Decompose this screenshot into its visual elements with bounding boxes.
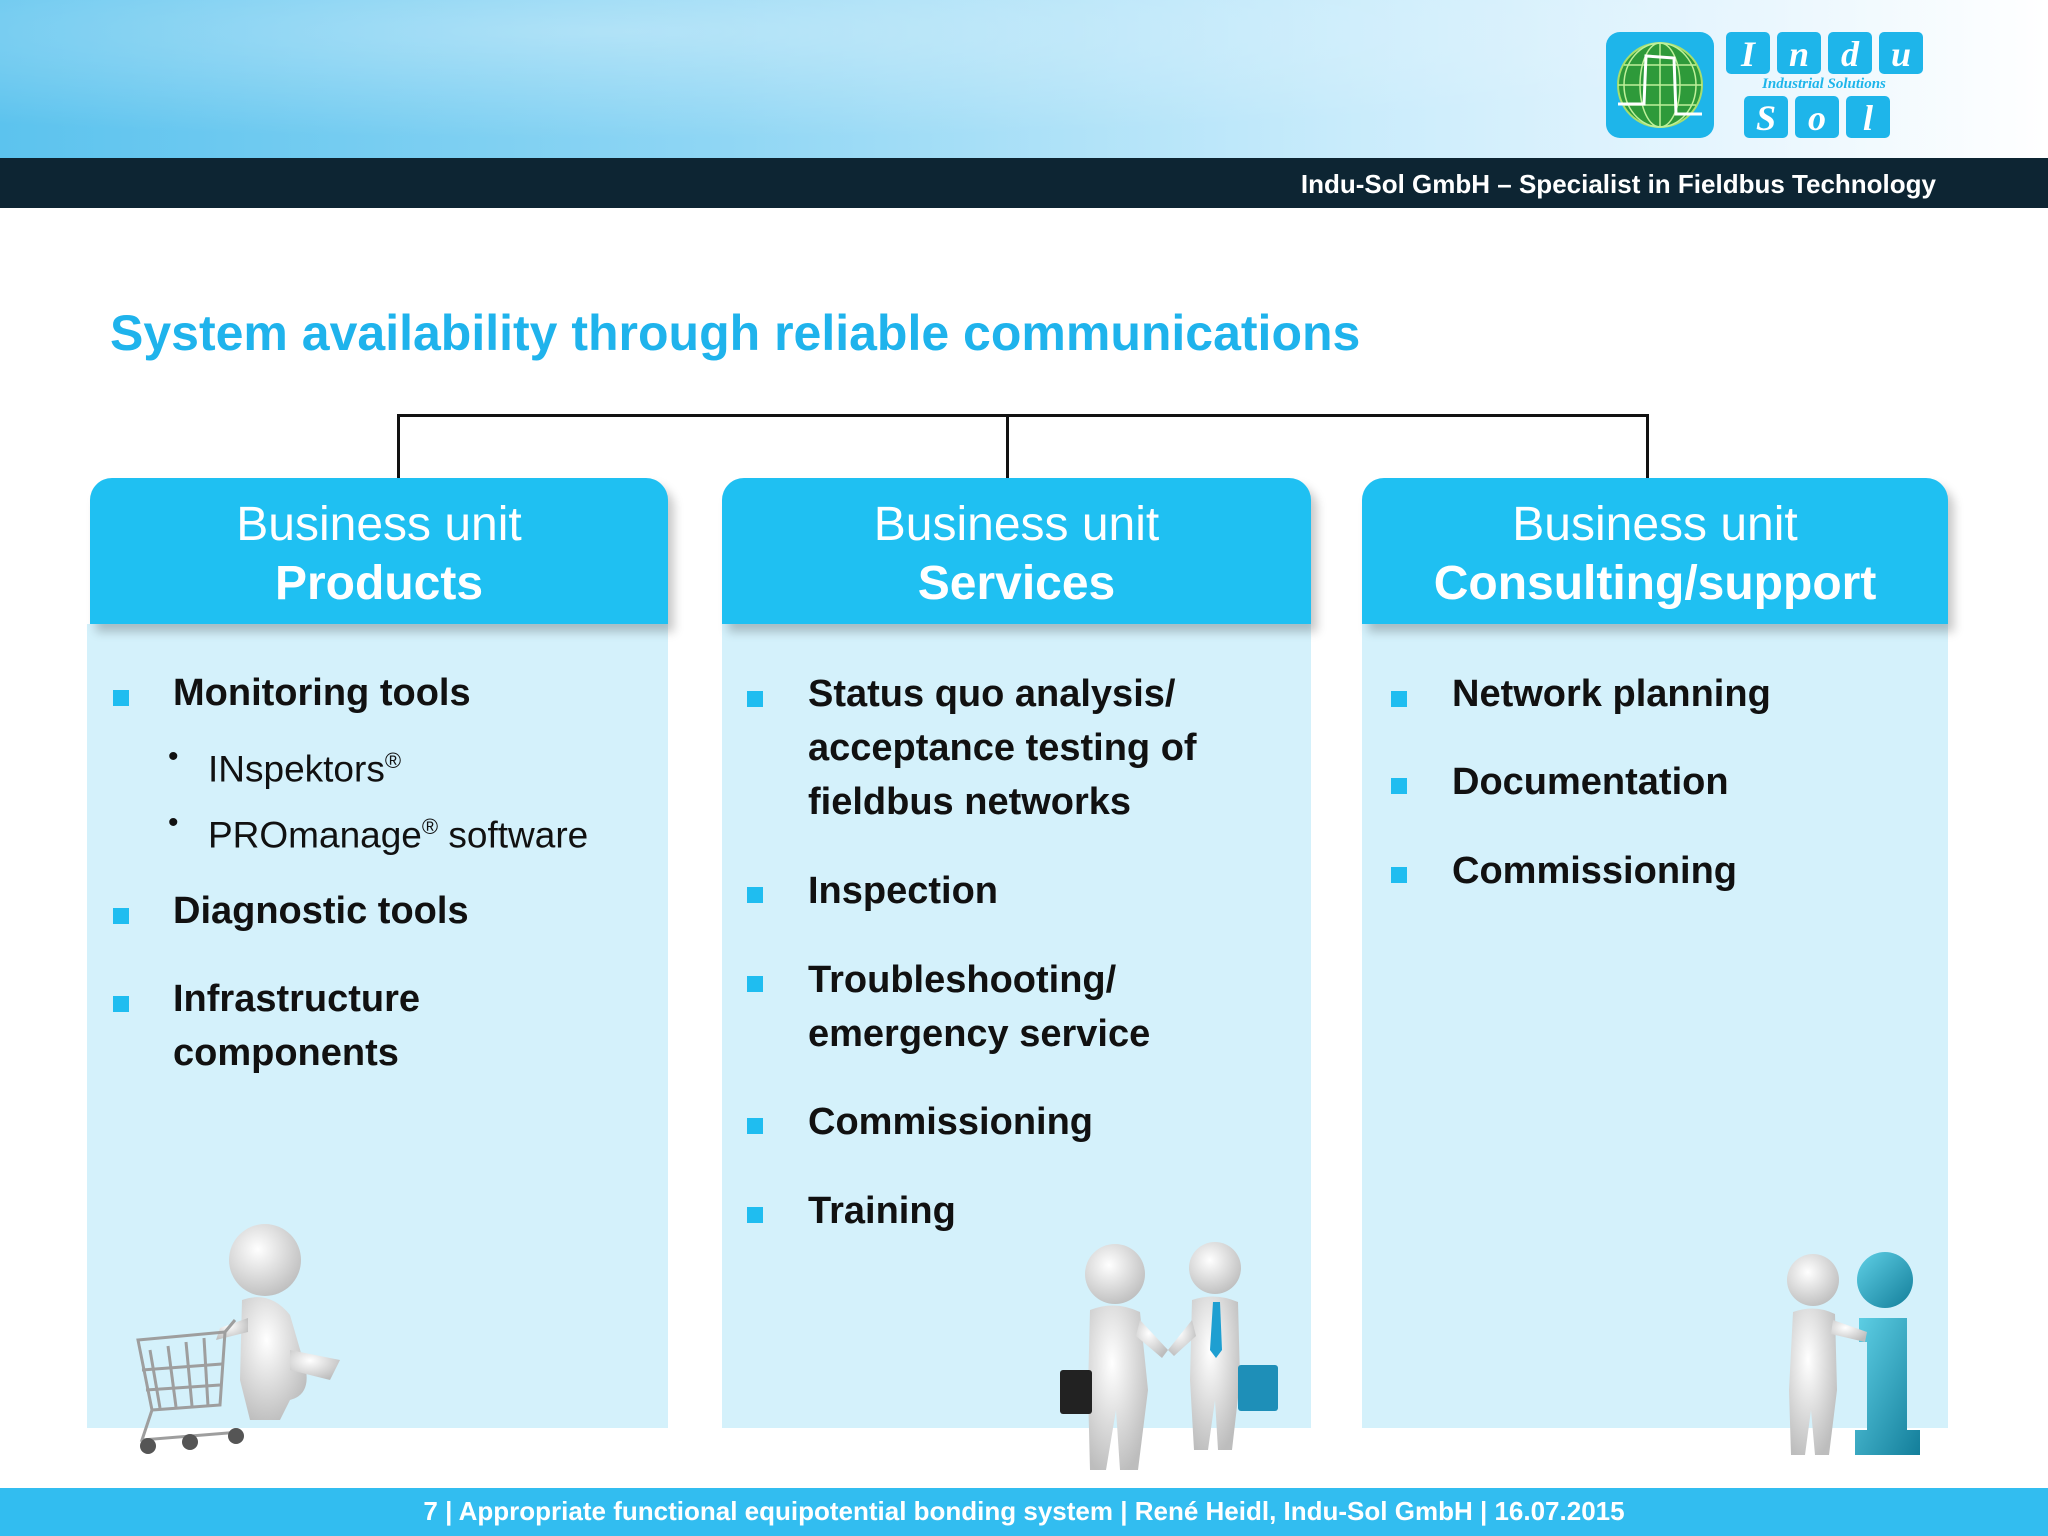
list-item-monitoring-tools: Monitoring tools: [173, 672, 471, 714]
consulting-header-line1: Business unit: [1512, 498, 1798, 551]
footer-bar: [0, 1488, 2048, 1536]
list-item-inspection: Inspection: [808, 870, 999, 912]
services-header-line2: Services: [917, 557, 1116, 610]
list-item-status-quo-line2: acceptance testing of: [808, 727, 1197, 769]
bullet-icon: [1391, 867, 1407, 883]
products-header: Business unit Products: [90, 478, 668, 624]
products-panel: [87, 624, 668, 1428]
connector-horizontal: [397, 414, 1649, 417]
consulting-panel: [1362, 624, 1948, 1428]
services-panel: [722, 624, 1311, 1428]
list-item-status-quo-line1: Status quo analysis/: [808, 673, 1176, 715]
products-header-line2: Products: [274, 557, 484, 610]
connector-right: [1646, 414, 1649, 480]
indu-sol-logo: I n d u Industrial Solutions S o l: [1604, 30, 1934, 142]
svg-text:d: d: [1841, 34, 1860, 74]
bullet-icon: [1391, 778, 1407, 794]
list-item-commissioning: Commissioning: [808, 1101, 1094, 1143]
list-item-training: Training: [808, 1190, 956, 1232]
svg-text:n: n: [1789, 34, 1809, 74]
sub-bullet-icon: •: [168, 806, 179, 839]
svg-text:I: I: [1740, 34, 1757, 74]
svg-text:l: l: [1863, 98, 1873, 138]
footer-text: 7 | Appropriate functional equipotential…: [423, 1496, 1625, 1526]
list-item-infrastructure-line2: components: [173, 1032, 399, 1074]
header-bar: [0, 158, 2048, 208]
consulting-header-line2: Consulting/support: [1433, 557, 1877, 610]
bullet-icon: [1391, 691, 1407, 707]
bullet-icon: [747, 1207, 763, 1223]
bullet-icon: [747, 1118, 763, 1134]
services-header: Business unit Services: [722, 478, 1311, 624]
consulting-header: Business unit Consulting/support: [1362, 478, 1948, 624]
page-title: System availability through reliable com…: [110, 305, 1361, 361]
info-figure-icon: [1775, 1250, 1925, 1460]
sub-bullet-icon: •: [168, 740, 179, 773]
svg-text:u: u: [1891, 34, 1911, 74]
products-header-line1: Business unit: [236, 498, 522, 551]
sub-item-promanage: PROmanage® software: [208, 814, 589, 856]
bullet-icon: [113, 996, 129, 1012]
list-item-commissioning: Commissioning: [1452, 850, 1738, 892]
sub-item-inspektors: INspektors®: [208, 748, 402, 790]
svg-text:o: o: [1808, 98, 1826, 138]
list-item-troubleshooting-line1: Troubleshooting/: [808, 959, 1117, 1001]
bullet-icon: [113, 908, 129, 924]
list-item-documentation: Documentation: [1452, 761, 1729, 803]
bullet-icon: [747, 887, 763, 903]
list-item-troubleshooting-line2: emergency service: [808, 1013, 1151, 1055]
list-item-infrastructure-line1: Infrastructure: [173, 978, 421, 1020]
bullet-icon: [747, 691, 763, 707]
shopping-cart-figure-icon: [130, 1220, 350, 1470]
list-item-network-planning: Network planning: [1452, 673, 1771, 715]
services-header-line1: Business unit: [873, 498, 1160, 551]
bullet-icon: [747, 976, 763, 992]
company-tagline: Indu-Sol GmbH – Specialist in Fieldbus T…: [1300, 169, 1936, 199]
list-item-diagnostic-tools: Diagnostic tools: [173, 890, 469, 932]
svg-text:Industrial Solutions: Industrial Solutions: [1761, 76, 1886, 92]
list-item-status-quo-line3: fieldbus networks: [808, 781, 1132, 823]
bullet-icon: [113, 690, 129, 706]
handshake-figure-icon: [1050, 1240, 1280, 1480]
connector-middle: [1006, 414, 1009, 480]
svg-text:S: S: [1756, 98, 1776, 138]
connector-left: [397, 414, 400, 480]
